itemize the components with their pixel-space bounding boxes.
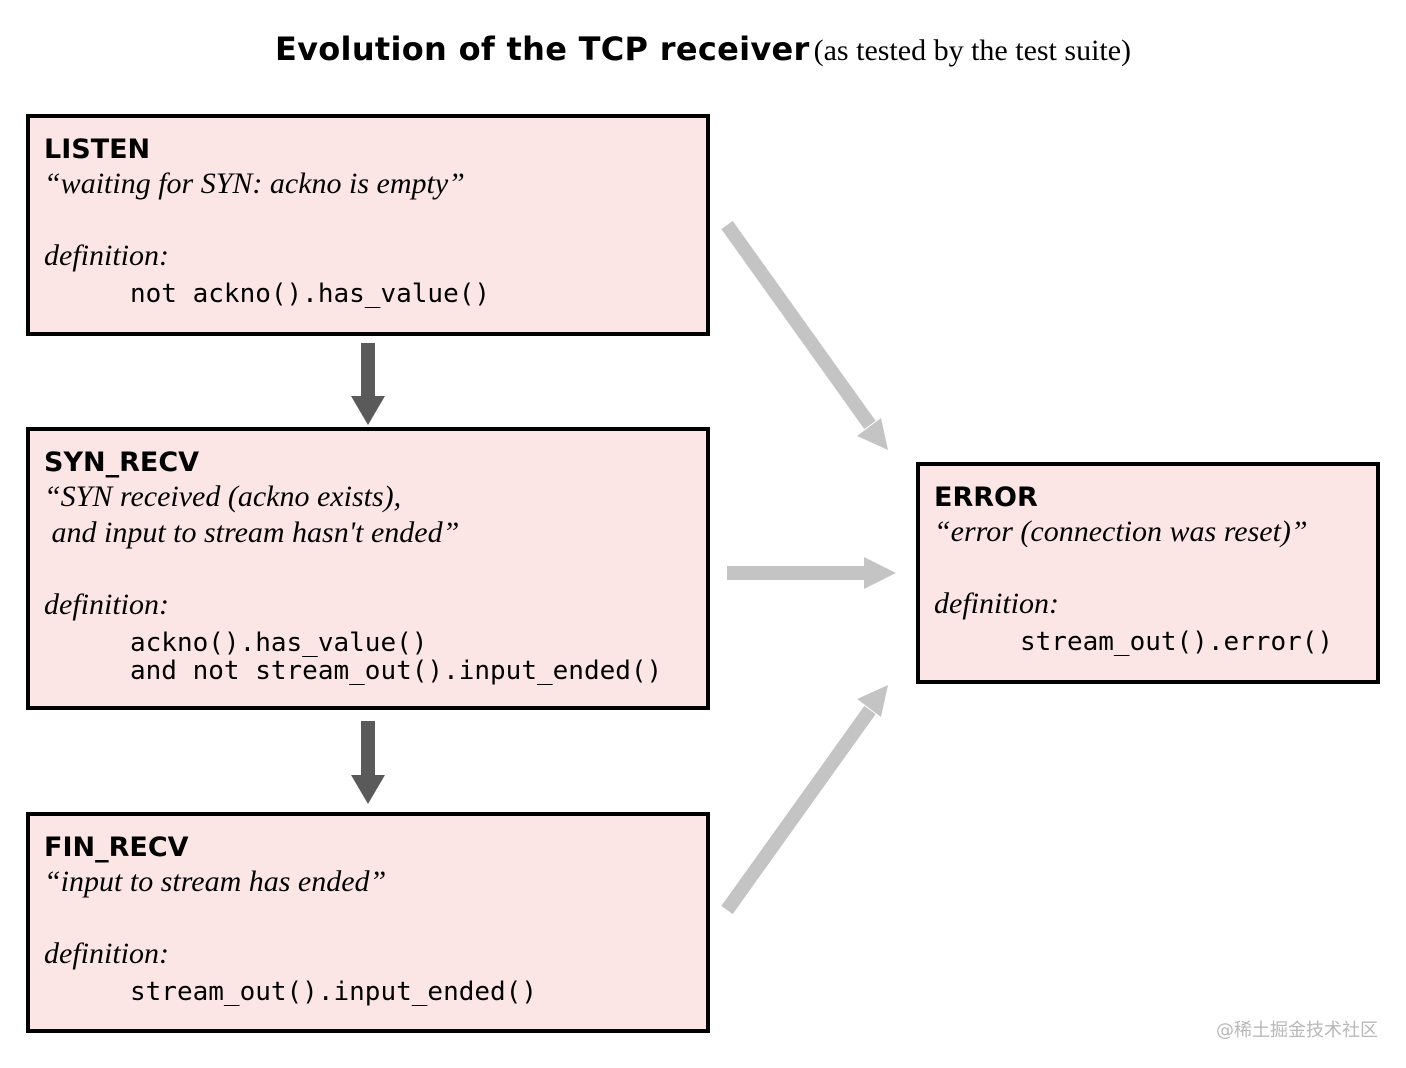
state-box-syn-recv: SYN_RECV “SYN received (ackno exists), a… xyxy=(26,427,710,710)
state-box-listen: LISTEN “waiting for SYN: ackno is empty”… xyxy=(26,114,710,336)
arrow-syn-recv-to-error xyxy=(727,557,896,589)
watermark: @稀土掘金技术社区 xyxy=(1216,1020,1378,1041)
arrow-listen-to-syn-recv xyxy=(351,343,385,425)
state-name: ERROR xyxy=(934,482,1038,513)
definition-code: ackno().has_value() and not stream_out()… xyxy=(130,628,663,686)
title-main: Evolution of the TCP receiver xyxy=(274,30,810,68)
arrow-listen-to-error xyxy=(721,220,888,450)
definition-code: stream_out().error() xyxy=(1020,627,1334,657)
state-description: “error (connection was reset)” xyxy=(934,515,1308,548)
definition-code: not ackno().has_value() xyxy=(130,279,491,309)
state-name: SYN_RECV xyxy=(44,447,200,478)
definition-label: definition: xyxy=(44,937,169,970)
state-description: “waiting for SYN: ackno is empty” xyxy=(44,167,465,200)
diagram-title: Evolution of the TCP receiver (as tested… xyxy=(0,30,1406,68)
definition-label: definition: xyxy=(44,588,169,621)
state-name: FIN_RECV xyxy=(44,832,189,863)
definition-label: definition: xyxy=(934,587,1059,620)
state-name: LISTEN xyxy=(44,134,151,165)
state-box-error: ERROR “error (connection was reset)” def… xyxy=(916,462,1380,684)
state-description: “SYN received (ackno exists), and input … xyxy=(44,480,460,549)
state-box-fin-recv: FIN_RECV “input to stream has ended” def… xyxy=(26,812,710,1033)
definition-code: stream_out().input_ended() xyxy=(130,977,537,1007)
arrow-fin-recv-to-error xyxy=(721,685,888,915)
state-description: “input to stream has ended” xyxy=(44,865,387,898)
arrow-syn-recv-to-fin-recv xyxy=(351,721,385,804)
title-subtitle: (as tested by the test suite) xyxy=(813,34,1132,67)
definition-label: definition: xyxy=(44,239,169,272)
